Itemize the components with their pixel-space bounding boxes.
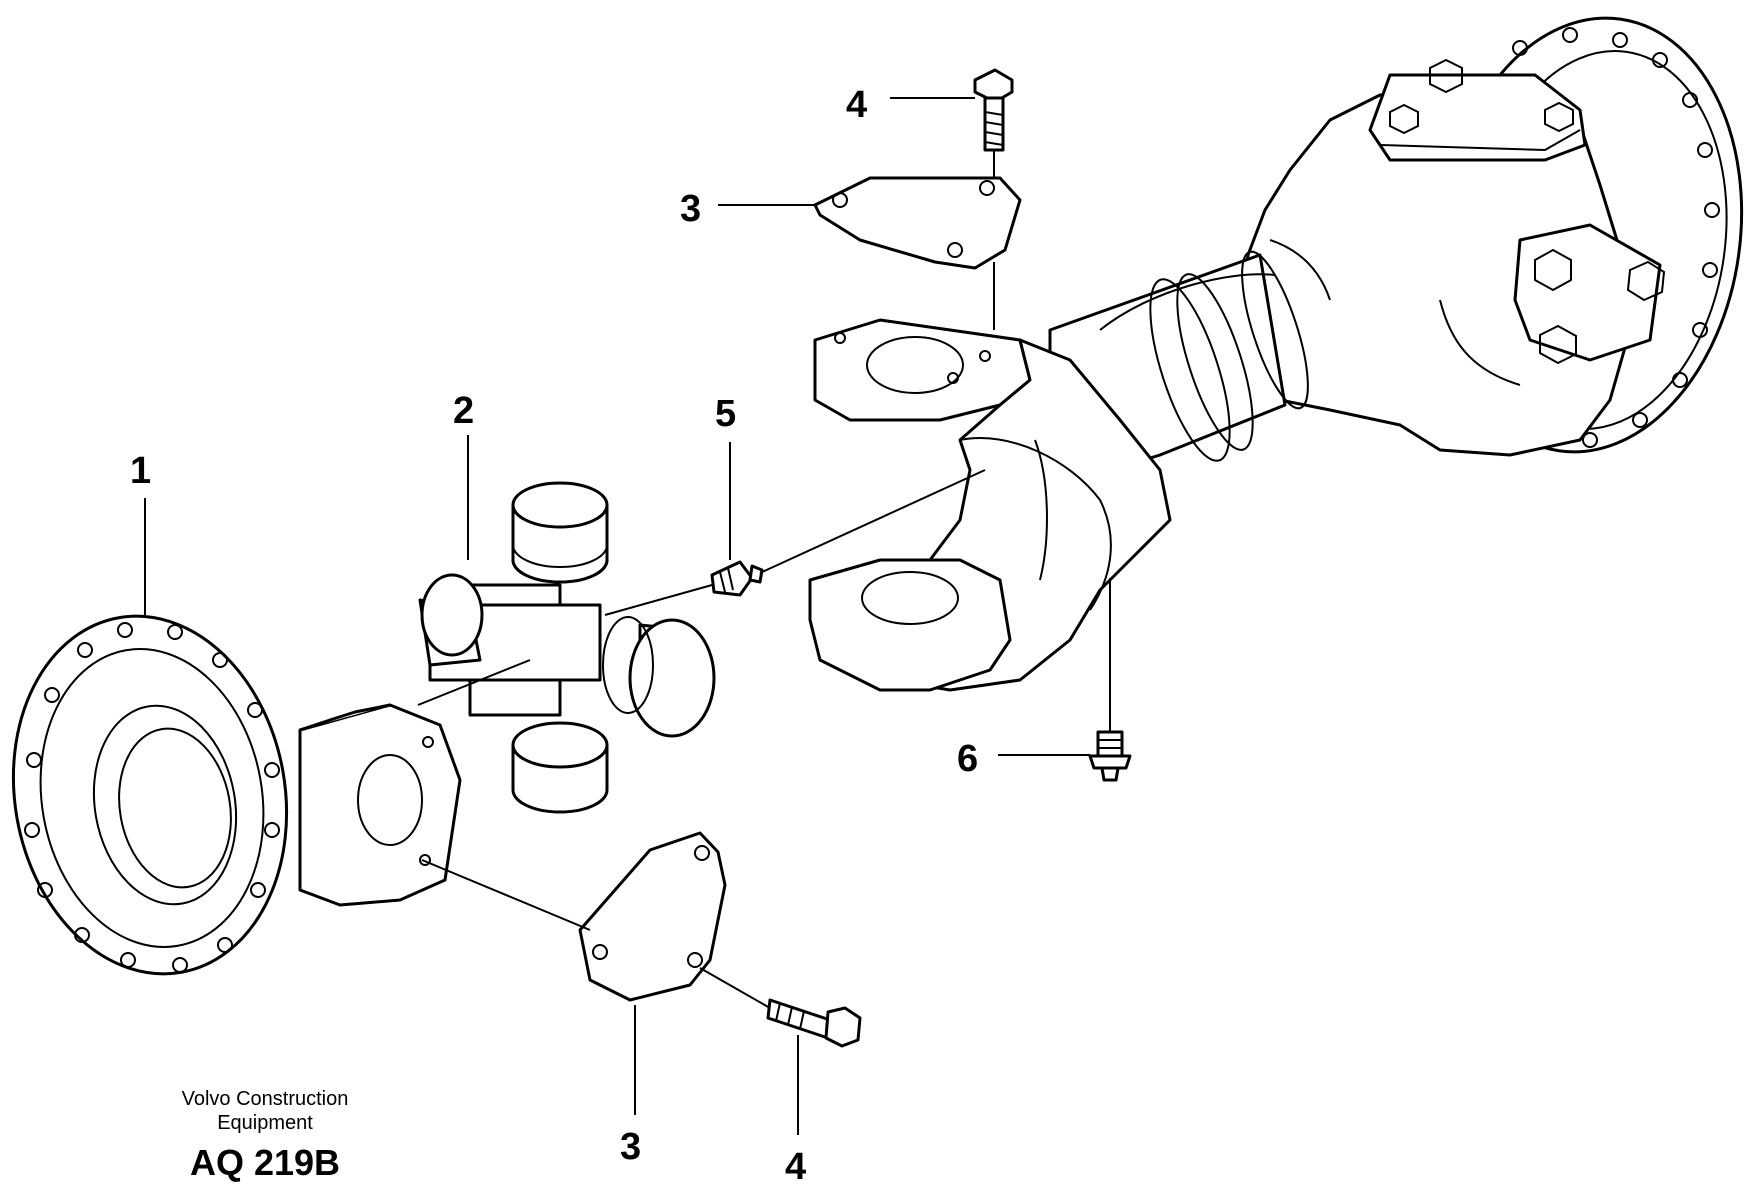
callout-4-lower: 4 <box>785 1146 807 1188</box>
grease-nipple-6 <box>1088 730 1132 782</box>
bolt-upper <box>973 68 1014 152</box>
leader-lines <box>144 97 1111 1135</box>
cover-plate-upper <box>813 176 1022 270</box>
callout-6: 6 <box>957 738 979 780</box>
callout-2: 2 <box>453 390 475 432</box>
grease-nipple-5 <box>710 560 764 597</box>
callout-3-lower: 3 <box>620 1126 642 1168</box>
cover-plate-lower <box>578 831 727 1002</box>
callout-1: 1 <box>130 450 152 492</box>
credit-company-line1: Volvo Construction <box>181 1088 349 1110</box>
assembly-lines <box>417 150 995 1009</box>
universal-joint-cross <box>418 481 716 814</box>
bolt-lower <box>766 998 862 1048</box>
callout-4-upper: 4 <box>846 84 868 126</box>
callout-3-upper: 3 <box>680 188 702 230</box>
drawing-code: AQ 219B <box>189 1142 341 1183</box>
callout-5: 5 <box>715 393 737 435</box>
yoke <box>808 318 1172 692</box>
axle-housing <box>1048 16 1744 482</box>
flange <box>11 614 462 976</box>
credit-company-line2: Equipment <box>217 1112 313 1134</box>
